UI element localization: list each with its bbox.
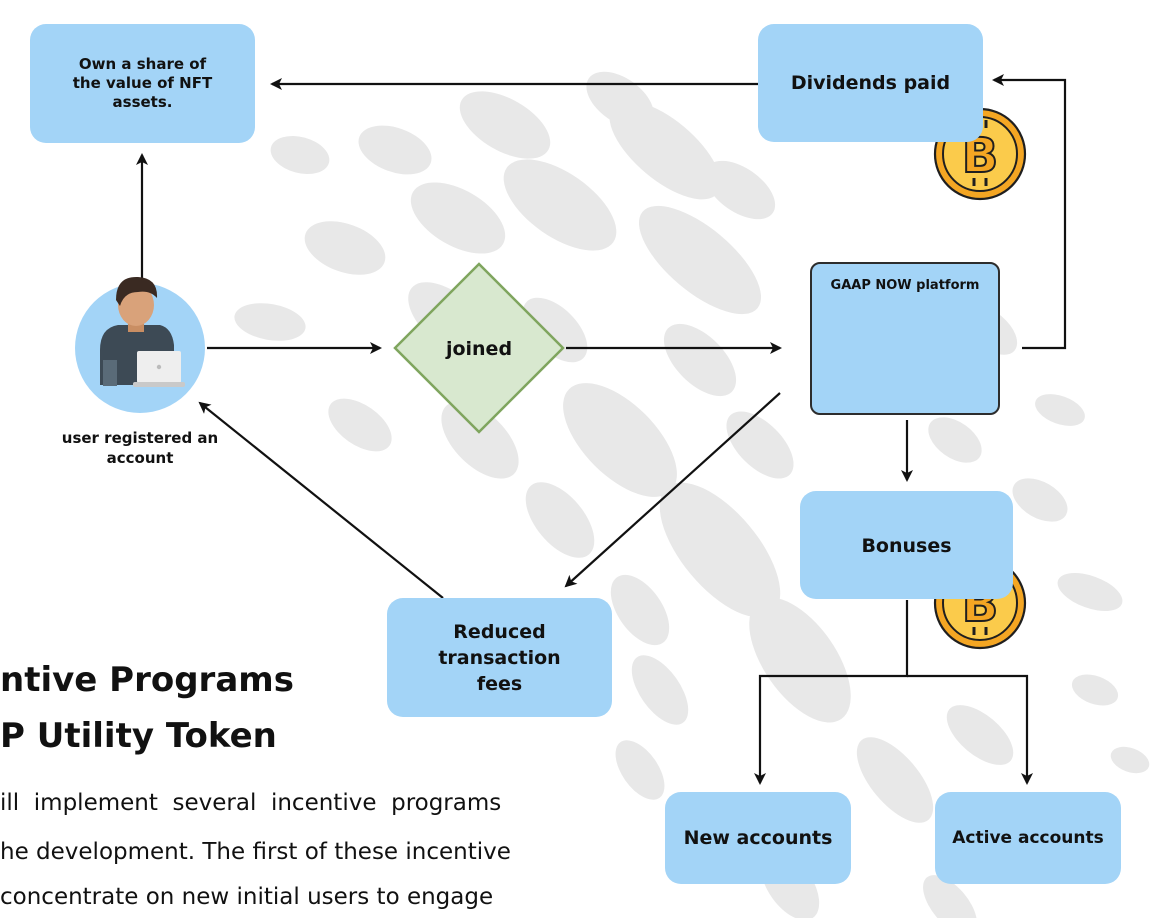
active-accounts-label: Active accounts — [952, 828, 1104, 848]
arrow-platform-to-reduced-fees — [564, 392, 781, 588]
body-line-1: ill implement several incentive programs — [0, 790, 502, 816]
arrow-platform-to-dividends — [992, 74, 1067, 350]
own-share-box: Own a share of the value of NFT assets. — [30, 24, 255, 143]
heading-line-2: P Utility Token — [0, 716, 277, 756]
body-line-2: he development. The first of these incen… — [0, 839, 511, 865]
active-accounts-box: Active accounts — [935, 792, 1121, 884]
heading-line-1: ntive Programs — [0, 660, 294, 700]
reduced-fees-label: Reduced transaction fees — [438, 620, 561, 695]
joined-diamond — [393, 262, 565, 434]
platform-label: GAAP NOW platform — [830, 278, 980, 293]
arrow-bonuses-to-new-accounts — [754, 600, 909, 785]
new-accounts-label: New accounts — [683, 827, 833, 849]
connectors — [136, 74, 1067, 785]
user-caption: user registered an account — [61, 429, 219, 467]
background-pattern — [234, 71, 1150, 918]
bonuses-box: Bonuses — [800, 491, 1013, 599]
bonuses-label: Bonuses — [861, 535, 952, 557]
dividends-box: Dividends paid — [758, 24, 983, 142]
arrow-reduced-fees-to-user — [198, 401, 444, 599]
platform-box: GAAP NOW platform — [810, 262, 1000, 415]
body-line-3: concentrate on new initial users to enga… — [0, 884, 494, 910]
dividends-label: Dividends paid — [790, 72, 951, 94]
own-share-label: Own a share of the value of NFT assets. — [72, 55, 213, 111]
new-accounts-box: New accounts — [665, 792, 851, 884]
reduced-fees-box: Reduced transaction fees — [387, 598, 612, 717]
user-avatar — [75, 276, 205, 413]
arrow-bonuses-to-active-accounts — [907, 674, 1033, 785]
joined-label: joined — [445, 338, 512, 360]
